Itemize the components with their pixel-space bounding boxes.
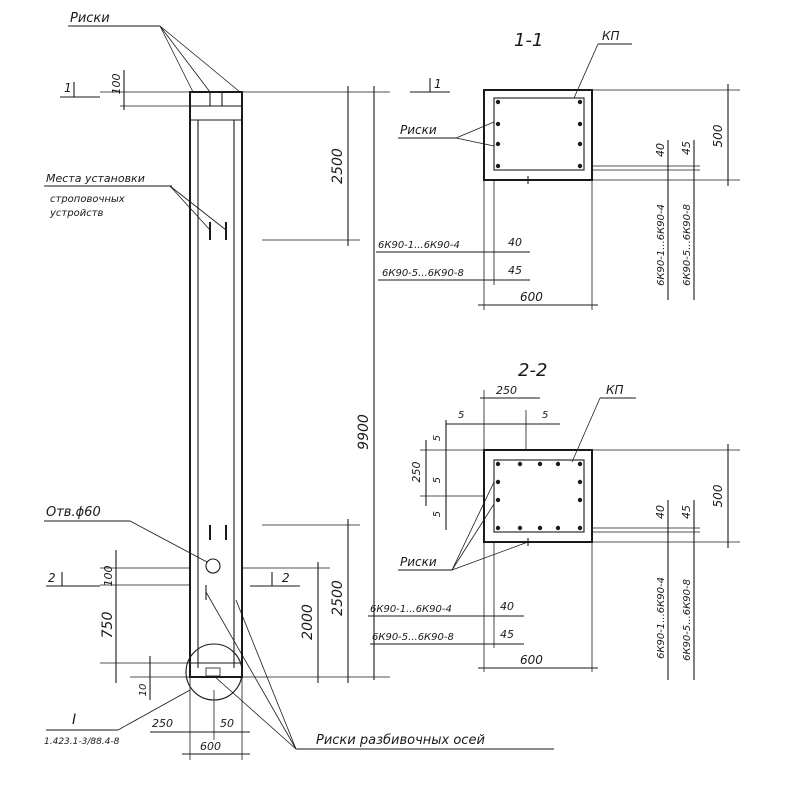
section-2-2: 2-2 КП 250 5 5 250 5 5 5 Рис <box>368 360 740 680</box>
mesta-leader-2 <box>169 185 227 231</box>
cut1-right-label: 1 <box>434 77 442 91</box>
node-leader <box>117 689 191 731</box>
column-annotations: Риски Места установки строповочных устро… <box>44 11 554 750</box>
section-1-outline <box>483 89 593 181</box>
s1-vert-range-2: 6К90-5...6К90-8 <box>682 204 693 286</box>
mesta-leader-1 <box>169 185 211 231</box>
dim-2500-bot: 2500 <box>330 580 346 616</box>
riski-razb-leader-3 <box>235 599 297 750</box>
s1-dim-600: 600 <box>520 290 543 304</box>
riski-top-leader-1 <box>159 25 194 93</box>
s2-range-1: 6К90-1...6К90-4 <box>370 604 452 615</box>
s1-vert-range-1: 6К90-1...6К90-4 <box>656 204 667 286</box>
section-1-cage <box>493 97 585 171</box>
column-elevation <box>185 91 243 701</box>
dim-250-bot: 250 <box>152 717 173 730</box>
riski-2-leader-a <box>451 481 495 571</box>
label-otv: Отв.ϕ60 <box>46 505 101 520</box>
label-mesta-3: устройств <box>49 208 104 219</box>
cut2-right-label: 2 <box>282 571 290 585</box>
node-mark: I <box>72 712 76 728</box>
label-mesta-2: строповочных <box>50 194 125 205</box>
s1-dim-40: 40 <box>508 236 522 249</box>
dim-600-bot: 600 <box>200 740 221 753</box>
s2-dim-45v: 45 <box>680 505 693 519</box>
dim-750: 750 <box>100 612 116 639</box>
section-2-cage <box>493 459 585 533</box>
riski-1-leader-a <box>455 121 495 139</box>
label-riski-razb: Риски разбивочных осей <box>316 733 485 748</box>
riski-2-leader-b <box>451 503 495 571</box>
s1-dim-40v: 40 <box>654 143 667 157</box>
section-1-title: 1-1 <box>514 30 543 51</box>
s1-range-1: 6К90-1...6К90-4 <box>378 240 460 251</box>
s2-range-2: 6К90-5...6К90-8 <box>372 632 454 643</box>
section-2-riski: Риски <box>400 555 437 569</box>
riski-razb-leader-1 <box>205 591 297 750</box>
s2-dim-45: 45 <box>500 628 514 641</box>
s2-dim-40: 40 <box>500 600 514 613</box>
s2-dim-5b: 5 <box>542 410 548 421</box>
column-dimensions: 100 2500 9900 2500 2000 100 750 10 <box>100 70 390 760</box>
riski-top-leader-3 <box>159 25 241 93</box>
s2-dim-40v: 40 <box>654 505 667 519</box>
s2-dim-500: 500 <box>711 484 725 507</box>
s2-dim-250-top: 250 <box>496 384 517 397</box>
label-riski-top: Риски <box>70 11 110 26</box>
otv-leader <box>129 520 208 563</box>
s2-vert-range-2: 6К90-5...6К90-8 <box>682 579 693 661</box>
s1-dim-45: 45 <box>508 264 522 277</box>
section-2-rebars <box>495 461 583 531</box>
dim-50-bot: 50 <box>220 717 234 730</box>
dim-2000: 2000 <box>300 604 316 640</box>
s2-dim-600: 600 <box>520 653 543 667</box>
dim-2500-top: 2500 <box>330 148 346 184</box>
s1-dim-45v: 45 <box>680 141 693 155</box>
label-mesta-1: Места установки <box>46 172 145 185</box>
section-1-riski: Риски <box>400 123 437 137</box>
base-slot <box>205 667 221 677</box>
cut2-left-label: 2 <box>48 571 56 585</box>
s2-dim-5a: 5 <box>458 410 464 421</box>
dim-9900: 9900 <box>356 414 372 450</box>
riski-top-leader-2 <box>159 25 211 93</box>
dim-100-bot: 100 <box>102 566 115 587</box>
kp-2-leader <box>571 397 601 463</box>
section-1-1: 1-1 КП 1 Риски 500 40 45 <box>376 29 740 310</box>
section-1-kp: КП <box>602 29 620 43</box>
s2-dim-250-left: 250 <box>410 462 423 483</box>
section-2-title: 2-2 <box>518 360 547 381</box>
s2-dim-5d: 5 <box>432 477 443 483</box>
riski-2-leader-c <box>451 541 529 571</box>
s2-dim-5e: 5 <box>432 511 443 517</box>
column-outline <box>189 91 243 678</box>
s1-dim-500: 500 <box>711 124 725 147</box>
dim-100-top: 100 <box>110 74 123 95</box>
riski-razb-leader-2 <box>213 675 297 750</box>
node-ref: 1.423.1-3/88.4-8 <box>44 737 120 747</box>
section-1-rebars <box>495 99 583 169</box>
s2-dim-5c: 5 <box>432 435 443 441</box>
riski-1-leader-b <box>455 137 495 147</box>
s2-vert-range-1: 6К90-1...6К90-4 <box>656 577 667 659</box>
dim-10: 10 <box>138 684 149 697</box>
s1-range-2: 6К90-5...6К90-8 <box>382 268 464 279</box>
hole-60 <box>205 558 221 574</box>
section-2-kp: КП <box>606 383 624 397</box>
cut1-left-label: 1 <box>64 81 72 95</box>
